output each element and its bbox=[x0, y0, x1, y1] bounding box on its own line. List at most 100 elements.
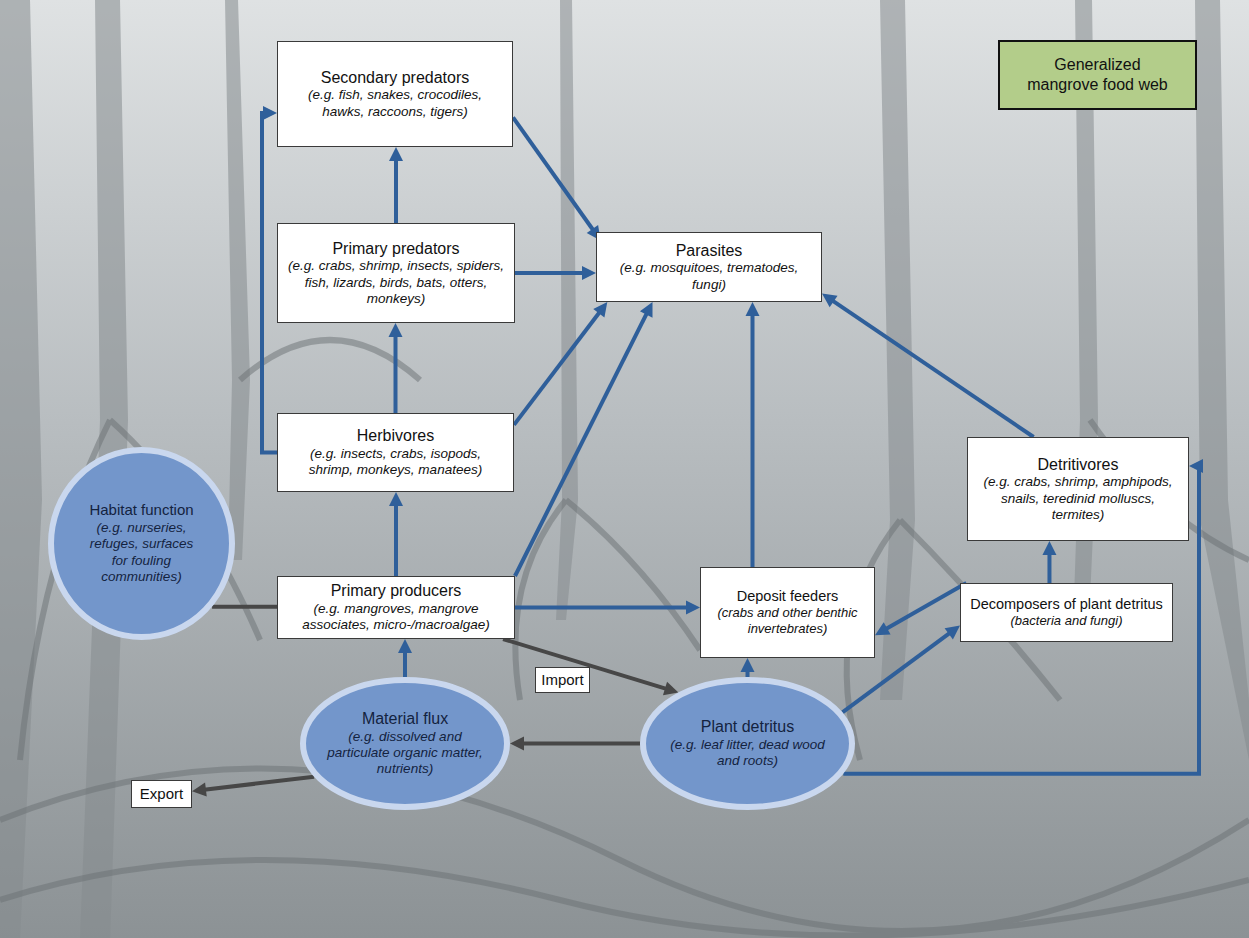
node-heading: Primary predators bbox=[332, 239, 459, 259]
node-examples: (e.g. crabs, shrimp, insects, spiders, f… bbox=[286, 258, 506, 307]
process-ellipse: Habitat function(e.g. nurseries, refuges… bbox=[48, 447, 235, 640]
ellipse-shape bbox=[303, 680, 507, 807]
arrow-connector bbox=[503, 639, 678, 695]
arrow-connector bbox=[514, 302, 607, 425]
node-heading: Plant detritus bbox=[664, 717, 832, 737]
connector-line bbox=[394, 502, 398, 576]
node-heading: Decomposers of plant detritus bbox=[970, 596, 1163, 614]
process-ellipse: Material flux(e.g. dissolved and particu… bbox=[300, 677, 510, 810]
trunk bbox=[556, 0, 578, 620]
title-box: Generalized mangrove food web bbox=[998, 40, 1197, 110]
connector-line bbox=[394, 157, 398, 223]
connector-line bbox=[403, 649, 407, 677]
node-heading: Detritivores bbox=[1038, 455, 1119, 475]
node-examples: (e.g. mangroves, mangrove associates, mi… bbox=[286, 601, 506, 634]
arrow-connector bbox=[513, 117, 601, 240]
arrow-connector bbox=[822, 294, 1034, 437]
connector-line bbox=[515, 271, 586, 275]
connector-line bbox=[884, 583, 967, 630]
arrow-connector bbox=[389, 492, 403, 576]
ellipse-text: Habitat function(e.g. nurseries, refuges… bbox=[80, 501, 203, 585]
trunk bbox=[0, 0, 42, 938]
flow-label-box: Export bbox=[131, 780, 192, 808]
connector-line bbox=[830, 299, 1033, 437]
connector-line bbox=[394, 333, 398, 413]
node-heading: Material flux bbox=[323, 709, 487, 729]
node-examples: (e.g. dissolved and particulate organic … bbox=[323, 729, 487, 778]
connector-line bbox=[514, 310, 601, 425]
ellipse-shape bbox=[51, 450, 232, 637]
arrow-head bbox=[593, 302, 607, 317]
arrow-connector bbox=[1042, 541, 1056, 583]
trunk bbox=[880, 0, 915, 700]
arrow-head bbox=[389, 323, 403, 337]
process-ellipse: Plant detritus(e.g. leaf litter, dead wo… bbox=[640, 677, 855, 810]
arrow-connector bbox=[212, 606, 277, 607]
arrow-head bbox=[741, 658, 755, 672]
node-examples: (crabs and other benthic invertebrates) bbox=[709, 605, 866, 637]
arrow-head bbox=[389, 492, 403, 506]
node-examples: (bacteria and fungi) bbox=[1010, 613, 1122, 629]
trunk bbox=[1195, 0, 1249, 760]
connector-line bbox=[202, 777, 314, 790]
root bbox=[566, 500, 700, 650]
arrow-head bbox=[1042, 541, 1056, 555]
arrow-connector bbox=[515, 601, 700, 615]
root bbox=[0, 860, 1249, 936]
arrow-head bbox=[398, 639, 412, 653]
connector-line bbox=[513, 117, 595, 232]
node-examples: (e.g. nurseries, refuges, surfaces for f… bbox=[80, 520, 203, 586]
arrow-head bbox=[510, 737, 524, 751]
connector-line bbox=[1047, 551, 1051, 583]
flow-label-box: Import bbox=[535, 667, 590, 693]
connector-line bbox=[212, 605, 277, 609]
prop-roots bbox=[0, 340, 1249, 936]
food-web-box: Primary predators(e.g. crabs, shrimp, in… bbox=[277, 223, 515, 323]
arrow-connector bbox=[515, 302, 653, 576]
food-web-box: Parasites(e.g. mosquitoes, trematodes, f… bbox=[596, 232, 822, 302]
node-heading: Import bbox=[541, 671, 584, 689]
arrow-head bbox=[1189, 459, 1203, 473]
arrow-connector bbox=[192, 777, 314, 797]
food-web-box: Primary producers(e.g. mangroves, mangro… bbox=[277, 576, 515, 639]
arrow-head bbox=[663, 682, 678, 695]
node-heading: Parasites bbox=[676, 241, 743, 261]
ellipse-text: Material flux(e.g. dissolved and particu… bbox=[323, 709, 487, 778]
connector-line bbox=[515, 311, 648, 576]
arrow-connector bbox=[515, 266, 596, 280]
arrow-connector bbox=[741, 658, 755, 677]
node-examples: (e.g. mosquitoes, trematodes, fungi) bbox=[605, 260, 813, 293]
connector-line bbox=[262, 113, 277, 452]
arrow-head bbox=[945, 625, 960, 639]
node-heading: Deposit feeders bbox=[737, 588, 839, 606]
node-examples: (e.g. crabs, shrimp, amphipods, snails, … bbox=[976, 474, 1180, 523]
node-heading: Primary producers bbox=[331, 581, 462, 601]
node-heading: Secondary predators bbox=[321, 68, 470, 88]
node-heading: Export bbox=[140, 785, 183, 803]
connector-line bbox=[751, 312, 755, 567]
arrow-connector bbox=[510, 737, 640, 751]
ellipse-text: Plant detritus(e.g. leaf litter, dead wo… bbox=[664, 717, 832, 769]
arrow-connector bbox=[398, 639, 412, 677]
food-web-box: Detritivores(e.g. crabs, shrimp, amphipo… bbox=[967, 437, 1189, 541]
arrow-connector bbox=[746, 302, 760, 567]
node-heading: Habitat function bbox=[80, 501, 203, 519]
arrow-head bbox=[582, 266, 596, 280]
node-heading: Herbivores bbox=[357, 426, 434, 446]
arrow-head bbox=[822, 294, 838, 308]
root bbox=[240, 340, 420, 380]
arrow-head bbox=[746, 302, 760, 316]
food-web-box: Secondary predators(e.g. fish, snakes, c… bbox=[277, 41, 513, 147]
arrow-head bbox=[686, 601, 700, 615]
arrow-connector bbox=[389, 147, 403, 223]
node-examples: (e.g. fish, snakes, crocodiles, hawks, r… bbox=[286, 87, 504, 120]
food-web-box: Deposit feeders(crabs and other benthic … bbox=[700, 567, 875, 658]
food-web-box: Decomposers of plant detritus(bacteria a… bbox=[960, 583, 1173, 642]
node-examples: (e.g. leaf litter, dead wood and roots) bbox=[664, 737, 832, 770]
food-web-box: Herbivores(e.g. insects, crabs, isopods,… bbox=[277, 413, 514, 492]
arrow-connector bbox=[389, 323, 403, 413]
arrow-connector bbox=[875, 583, 966, 635]
root bbox=[0, 769, 1249, 932]
